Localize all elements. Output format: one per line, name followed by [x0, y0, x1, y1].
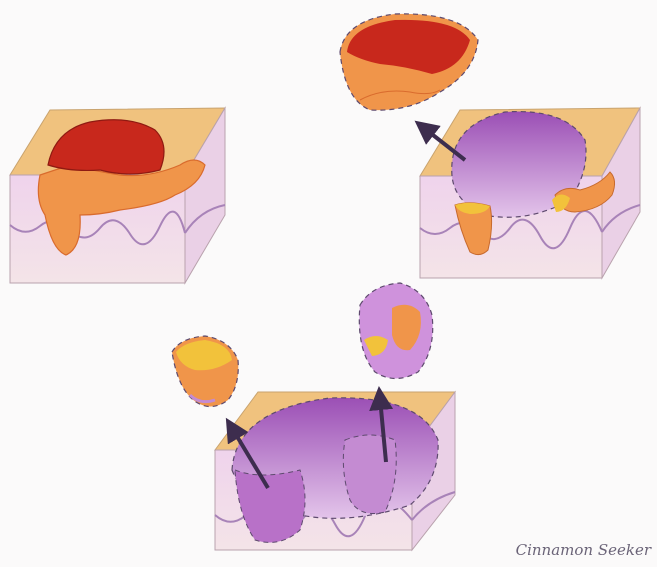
skin-block-after-excision: [420, 108, 640, 278]
skin-block-staged-excision: [215, 392, 455, 550]
excised-lesion-fragment: [340, 14, 478, 110]
removed-fragment-small: [172, 336, 238, 407]
skin-block-with-lesion: [10, 108, 225, 283]
artist-signature: Cinnamon Seeker: [516, 541, 651, 559]
removed-fragment-large: [359, 283, 432, 379]
